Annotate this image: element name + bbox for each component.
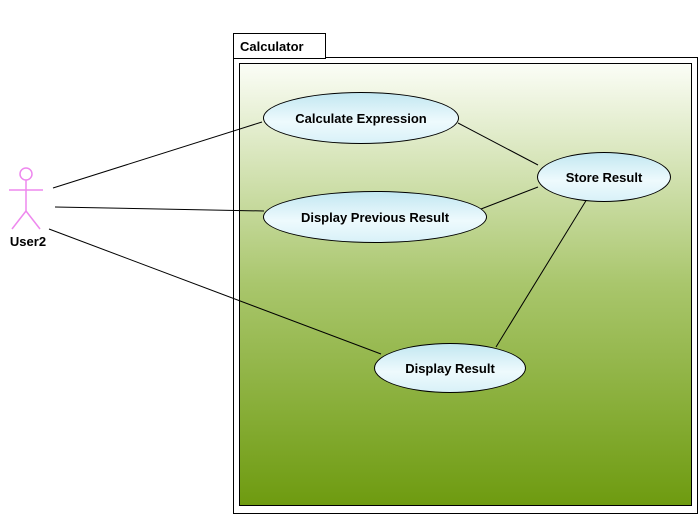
- actor-name-label: User2: [9, 234, 47, 249]
- association-user2-display-previous-result[interactable]: [54, 206, 265, 212]
- system-name-label: Calculator: [240, 38, 304, 54]
- association-user2-display-result[interactable]: [48, 228, 382, 355]
- actor-left-leg: [11, 210, 27, 230]
- usecase-label: Calculate Expression: [295, 110, 427, 126]
- system-boundary-tab[interactable]: Calculator: [233, 33, 326, 59]
- association-calculate-expression-store-result[interactable]: [457, 122, 539, 166]
- usecase-calculate-expression[interactable]: Calculate Expression: [263, 92, 459, 144]
- association-user2-calculate-expression[interactable]: [52, 121, 263, 189]
- actor-head: [19, 167, 33, 181]
- usecase-label: Store Result: [565, 169, 643, 185]
- usecase-display-result[interactable]: Display Result: [374, 343, 526, 393]
- actor-right-leg: [25, 210, 41, 230]
- usecase-store-result[interactable]: Store Result: [537, 152, 671, 202]
- usecase-label: Display Previous Result: [300, 209, 450, 225]
- usecase-display-previous-result[interactable]: Display Previous Result: [263, 191, 487, 243]
- association-display-previous-result-store-result[interactable]: [480, 186, 539, 210]
- associations-group: [48, 121, 588, 355]
- usecase-label: Display Result: [405, 360, 495, 376]
- association-store-result-display-result[interactable]: [495, 198, 588, 348]
- actor-figure[interactable]: [9, 167, 43, 230]
